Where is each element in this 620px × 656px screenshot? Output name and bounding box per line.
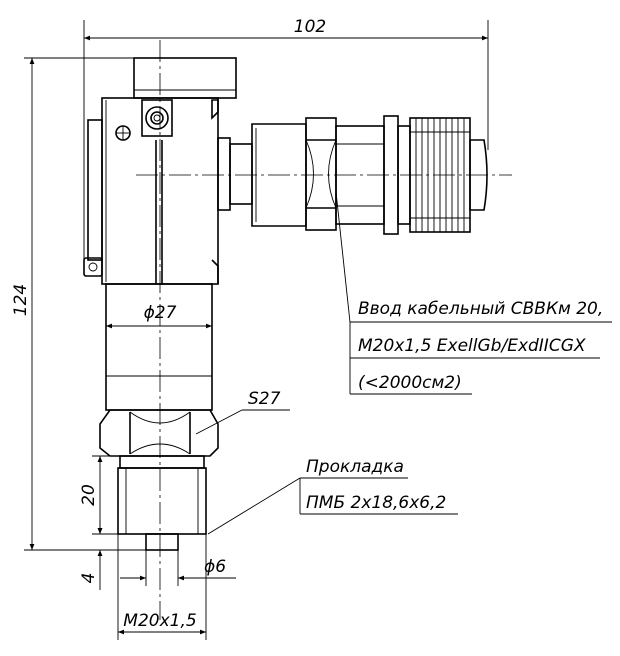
dim-thread-length: 20 <box>79 484 99 506</box>
callout-notes: Ввод кабельный СВВКм 20, М20х1,5 ExellGb… <box>306 299 603 513</box>
sensor-body <box>99 283 219 551</box>
dim-thread-spec: M20x1,5 <box>123 611 196 631</box>
housing-top-cap <box>133 57 237 99</box>
terminal-screw <box>141 99 173 137</box>
dim-overall-height: 124 <box>11 284 31 316</box>
dim-nipple-length: 4 <box>79 573 99 584</box>
dim-wrench-size: S27 <box>248 389 281 409</box>
housing-side-plate <box>87 119 103 261</box>
dim-bore-diameter: ϕ6 <box>204 557 226 577</box>
threaded-fitting <box>117 467 207 535</box>
note-gasket-line1: Прокладка <box>306 457 404 477</box>
nipple <box>145 533 179 551</box>
note-cable-entry-line2: М20х1,5 ExellGb/ExdIICGX <box>358 336 586 356</box>
hex-nut-s27 <box>99 409 219 457</box>
dim-body-diameter: ϕ27 <box>144 303 177 323</box>
note-gasket-line2: ПМБ 2х18,6х6,2 <box>306 493 446 513</box>
dimension-labels: 102 124 ϕ27 S27 20 4 ϕ6 M20x1,5 <box>11 17 326 631</box>
dim-overall-width: 102 <box>294 17 326 37</box>
note-cable-entry-line3: (<2000см2) <box>358 373 462 393</box>
dimension-lines <box>24 20 612 640</box>
gland-hex-nut <box>305 117 337 231</box>
housing <box>83 57 237 285</box>
note-cable-entry-line1: Ввод кабельный СВВКм 20, <box>358 299 603 319</box>
